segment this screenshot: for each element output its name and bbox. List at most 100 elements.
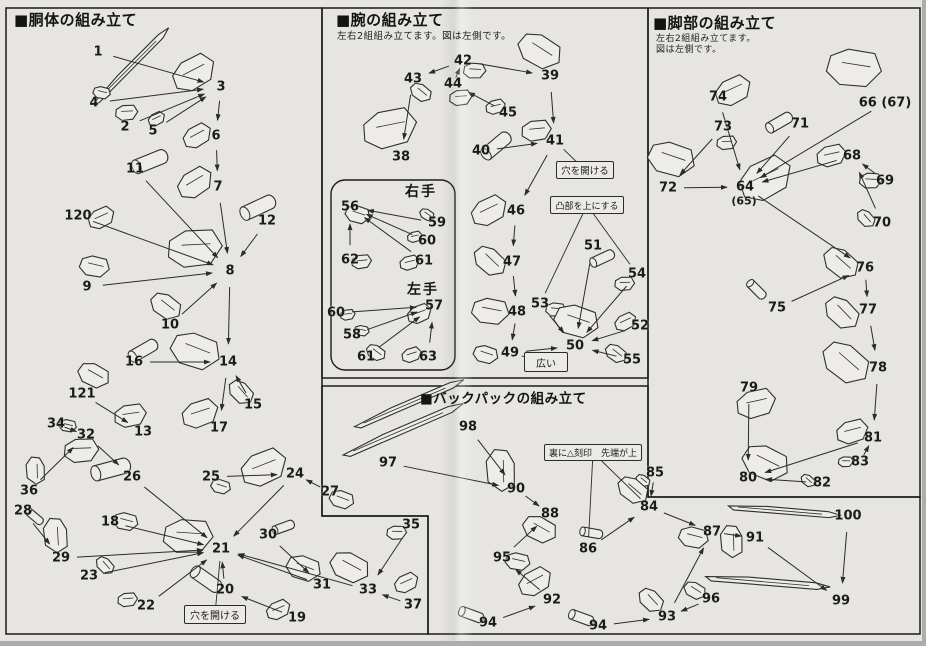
assembly-arrow — [512, 275, 518, 297]
part-drawing-pack-86 — [579, 527, 603, 540]
part-number-arm-54: 54 — [627, 266, 647, 282]
assembly-arrow — [683, 184, 728, 190]
part-number-pack-85: 85 — [645, 465, 665, 481]
assembly-arrow — [757, 195, 851, 259]
assembly-arrow — [366, 311, 418, 331]
assembly-arrow — [511, 225, 517, 247]
part-number-body-2: 2 — [120, 119, 130, 135]
part-drawing-arm-62 — [350, 253, 373, 271]
assembly-arrow — [215, 100, 221, 122]
assembly-arrow — [219, 202, 230, 254]
part-number-leg-78: 78 — [868, 360, 888, 376]
note-pointer-line — [544, 204, 588, 294]
part-drawing-leg-66 (67) — [826, 49, 881, 86]
assembly-arrow — [220, 561, 226, 579]
part-number-arm-58: 58 — [342, 327, 362, 343]
part-drawing-pack-100 — [728, 491, 841, 532]
part-number-body-36: 36 — [19, 483, 39, 499]
assembly-arrow — [510, 323, 516, 341]
part-drawing-arm-60 — [339, 308, 356, 322]
part-number-leg-81: 81 — [863, 430, 883, 446]
section-subtitle-arm: 左右2組組み立てます。図は左側です。 — [337, 31, 512, 42]
instruction-note: 広い — [524, 352, 568, 372]
assembly-arrow — [237, 553, 353, 587]
part-number-leg-70: 70 — [872, 215, 892, 231]
section-frames — [5, 7, 921, 635]
assembly-arrow — [576, 261, 591, 330]
part-drawing-leg-78 — [815, 335, 875, 390]
part-drawing-body-25 — [210, 478, 232, 495]
assembly-arrow — [241, 596, 283, 613]
part-drawing-body-2 — [114, 103, 139, 122]
part-number-body-25: 25 — [201, 469, 221, 485]
part-drawing-body-10 — [146, 288, 185, 323]
assembly-arrow — [674, 547, 705, 604]
part-number-body-23: 23 — [79, 568, 99, 584]
part-drawing-arm-61 — [398, 253, 422, 273]
part-drawing-body-15 — [224, 376, 257, 408]
part-drawing-arm-59 — [418, 207, 436, 223]
part-drawing-pack-87 — [677, 526, 709, 549]
assembly-arrow — [40, 447, 74, 481]
assembly-arrow — [613, 617, 650, 625]
hands-subassembly-box — [330, 179, 456, 371]
part-number-pack-98: 98 — [458, 419, 478, 435]
part-number-arm-39: 39 — [540, 68, 560, 84]
assembly-arrow — [649, 482, 655, 497]
note-pointer-line — [588, 452, 594, 538]
part-number-arm-50: 50 — [565, 338, 585, 354]
assembly-arrow — [428, 321, 434, 343]
part-number-pack-96: 96 — [701, 591, 721, 607]
assembly-arrow — [861, 163, 877, 175]
part-number-pack-94: 94 — [478, 615, 498, 631]
part-drawing-body-121 — [75, 359, 113, 391]
part-number-body-35: 35 — [401, 517, 421, 533]
part-drawing-leg-83 — [838, 456, 854, 468]
assembly-arrow — [765, 477, 807, 483]
assembly-arrow — [366, 208, 422, 221]
part-number-arm-60: 60 — [417, 233, 437, 249]
assembly-arrow — [363, 217, 412, 252]
part-number-body-3: 3 — [216, 79, 226, 95]
part-number-arm-55: 55 — [622, 352, 642, 368]
assembly-arrows-body — [32, 55, 403, 615]
part-drawing-leg-77 — [819, 291, 864, 334]
part-number-leg-69: 69 — [875, 173, 895, 189]
assembly-arrow — [764, 442, 858, 474]
part-number-body-12: 12 — [257, 213, 277, 229]
part-number-body-18: 18 — [100, 514, 120, 530]
part-number-leg-(65): (65) — [731, 194, 757, 208]
part-drawing-arm-47 — [469, 241, 511, 281]
part-number-pack-86: 86 — [578, 541, 598, 557]
assembly-arrow — [226, 286, 232, 345]
assembly-arrow — [478, 63, 534, 75]
part-drawing-body-120 — [85, 203, 118, 234]
instruction-note: 穴を開ける — [556, 161, 614, 179]
part-number-leg-74: 74 — [708, 89, 728, 105]
assembly-arrow — [104, 551, 205, 574]
assembly-arrow — [109, 87, 204, 102]
part-number-arm-42: 42 — [453, 53, 473, 69]
assembly-arrow — [761, 159, 837, 183]
assembly-arrow — [870, 325, 877, 352]
part-drawing-leg-75 — [745, 278, 768, 301]
assembly-arrow — [139, 93, 206, 122]
assembly-arrow — [591, 349, 617, 357]
part-drawing-leg-68 — [814, 141, 849, 171]
section-title-leg: ■脚部の組み立て — [653, 14, 777, 32]
part-drawing-pack-98 — [350, 379, 469, 430]
part-number-body-13: 13 — [133, 424, 153, 440]
part-drawing-leg-74 — [710, 70, 755, 112]
part-number-body-28: 28 — [13, 503, 33, 519]
assembly-arrow — [305, 479, 321, 488]
part-number-arm-62: 62 — [340, 252, 360, 268]
part-number-leg-75: 75 — [767, 300, 787, 316]
part-drawing-pack-94 — [567, 609, 595, 627]
assembly-arrow — [113, 55, 205, 83]
part-drawing-body-12 — [238, 193, 278, 222]
part-drawing-body-4 — [92, 86, 111, 99]
part-drawing-body-7 — [172, 161, 217, 205]
